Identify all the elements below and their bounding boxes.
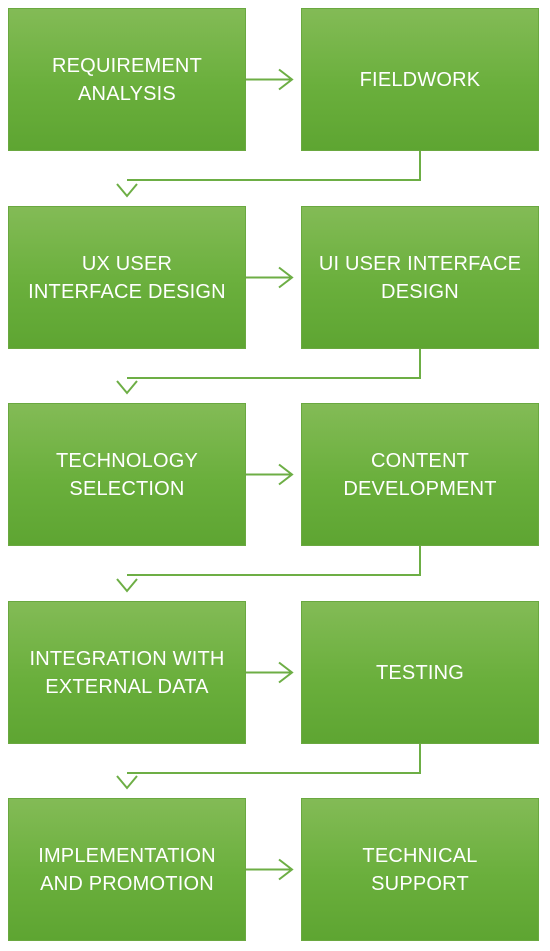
step-technical-support: TECHNICAL SUPPORT (301, 798, 539, 941)
arrowhead-right-icon (278, 858, 294, 881)
arrowhead-right-icon (278, 463, 294, 486)
elbow-connector (127, 151, 421, 181)
step-label: UX USER INTERFACE DESIGN (28, 252, 226, 303)
step-label: REQUIREMENT ANALYSIS (52, 54, 202, 105)
step-ui-user-interface-design: UI USER INTERFACE DESIGN (301, 206, 539, 349)
arrowhead-right-icon (278, 661, 294, 684)
step-label: FIELDWORK (359, 68, 481, 91)
step-label: CONTENT DEVELOPMENT (343, 449, 497, 500)
step-label: TESTING (375, 661, 465, 684)
step-implementation-and-promotion: IMPLEMENTATION AND PROMOTION (8, 798, 246, 941)
step-technology-selection: TECHNOLOGY SELECTION (8, 403, 246, 546)
step-content-development: CONTENT DEVELOPMENT (301, 403, 539, 546)
arrowhead-right-icon (278, 68, 294, 91)
step-label: TECHNICAL SUPPORT (362, 844, 478, 895)
step-label: INTEGRATION WITH EXTERNAL DATA (29, 647, 225, 698)
step-ux-user-interface-design: UX USER INTERFACE DESIGN (8, 206, 246, 349)
arrowhead-down-icon (116, 775, 138, 790)
arrowhead-down-icon (116, 380, 138, 395)
step-requirement-analysis: REQUIREMENT ANALYSIS (8, 8, 246, 151)
elbow-connector (127, 349, 421, 379)
step-integration-with-external-data: INTEGRATION WITH EXTERNAL DATA (8, 601, 246, 744)
step-fieldwork: FIELDWORK (301, 8, 539, 151)
step-label: TECHNOLOGY SELECTION (55, 449, 199, 500)
step-label: IMPLEMENTATION AND PROMOTION (38, 844, 216, 895)
arrowhead-right-icon (278, 266, 294, 289)
arrowhead-down-icon (116, 183, 138, 198)
step-testing: TESTING (301, 601, 539, 744)
step-label: UI USER INTERFACE DESIGN (318, 252, 522, 303)
arrowhead-down-icon (116, 578, 138, 593)
elbow-connector (127, 546, 421, 576)
elbow-connector (127, 744, 421, 774)
